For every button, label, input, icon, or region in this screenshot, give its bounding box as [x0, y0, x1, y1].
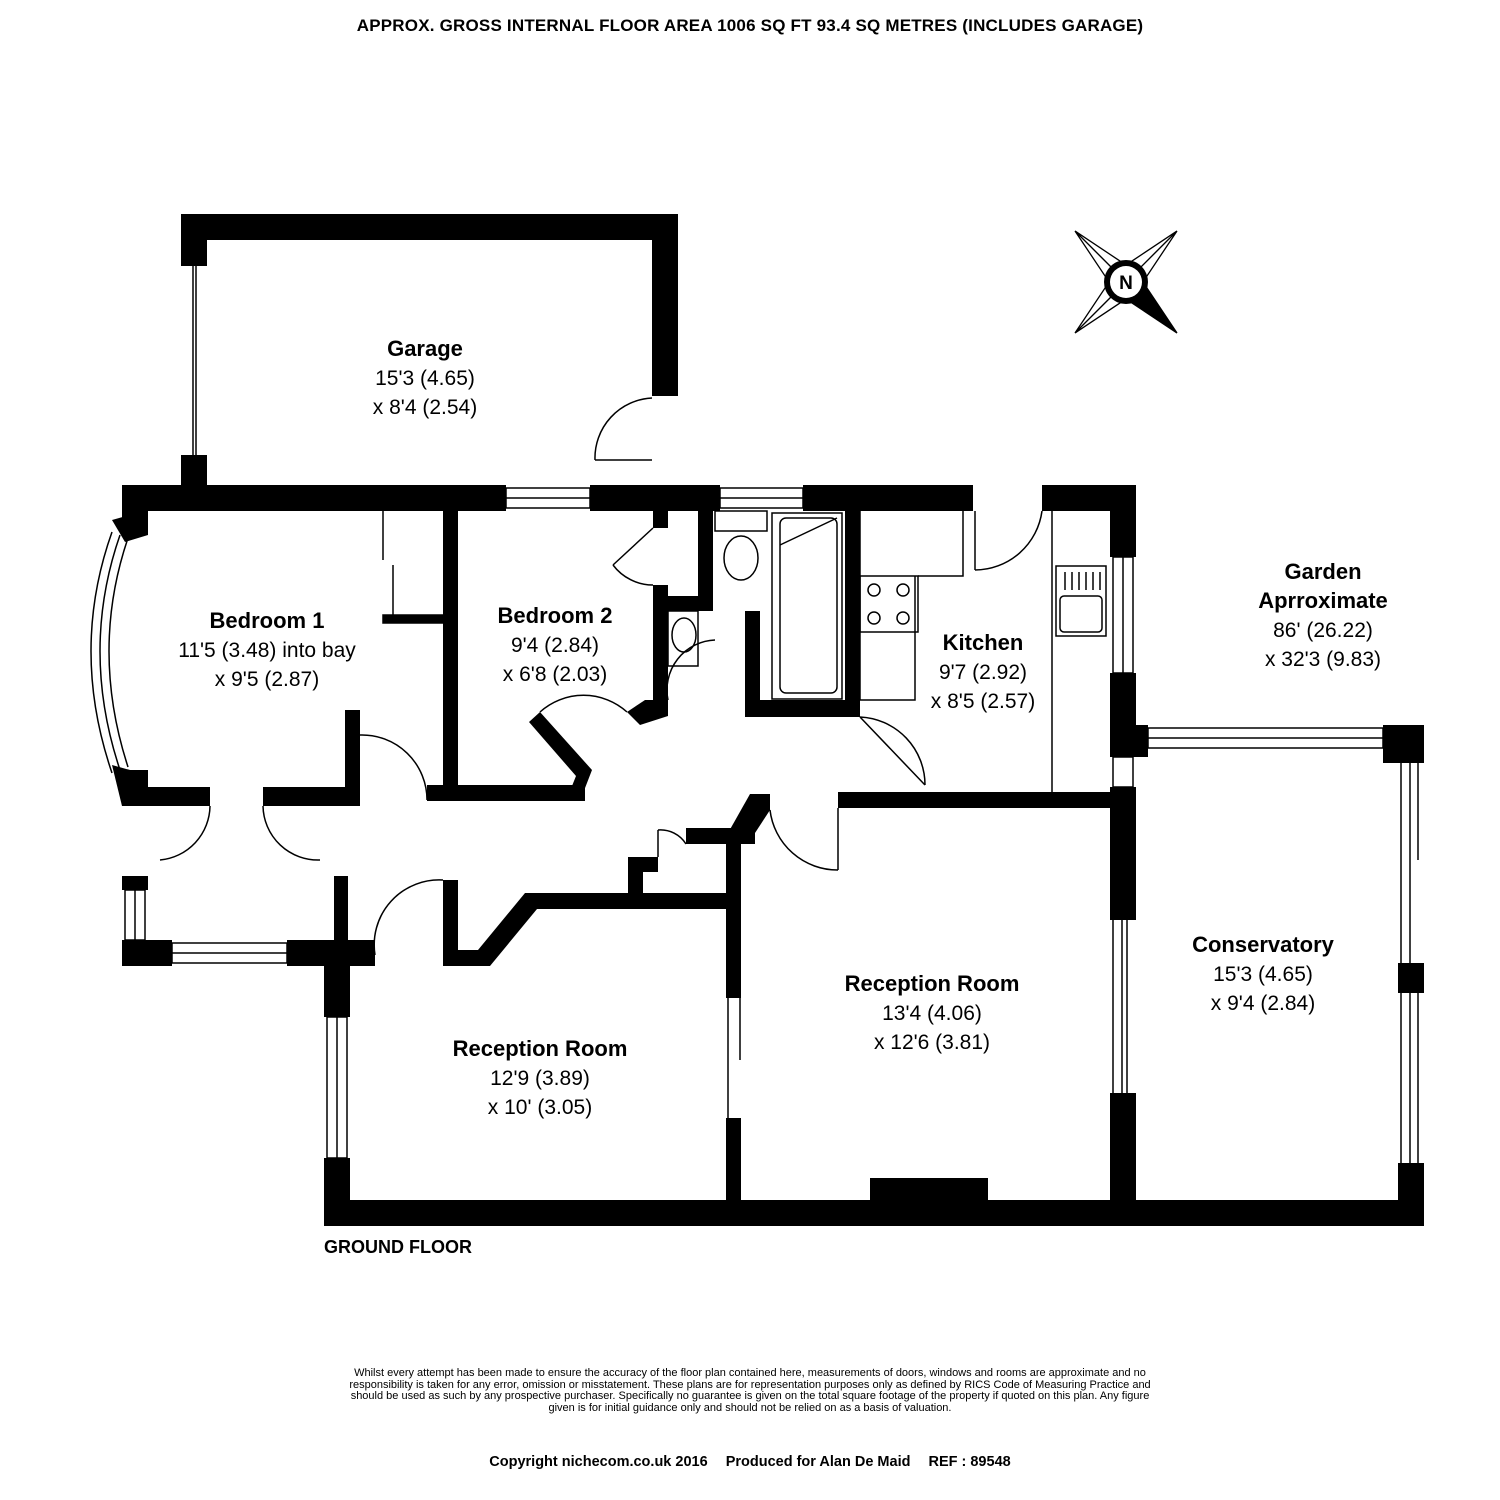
room-name: Reception Room	[845, 971, 1020, 996]
room-name: Garden	[1284, 559, 1361, 584]
room-bedroom-2: Bedroom 2 9'4 (2.84) x 6'8 (2.03)	[498, 603, 613, 686]
room-bedroom-1: Bedroom 1 11'5 (3.48) into bay x 9'5 (2.…	[178, 608, 356, 691]
room-reception-room-left: Reception Room 12'9 (3.89) x 10' (3.05)	[453, 1036, 628, 1119]
room-dim: 15'3 (4.65)	[375, 367, 475, 390]
windows-and-fixtures	[90, 266, 1419, 1163]
copyright-text: Copyright nichecom.co.uk 2016	[489, 1454, 708, 1470]
room-dim: x 12'6 (3.81)	[874, 1031, 990, 1054]
room-dim: 15'3 (4.65)	[1213, 963, 1313, 986]
room-kitchen: Kitchen 9'7 (2.92) x 8'5 (2.57)	[931, 630, 1035, 713]
room-name: Garage	[387, 336, 463, 361]
floor-area-title: APPROX. GROSS INTERNAL FLOOR AREA 1006 S…	[356, 16, 1144, 35]
floor-label: GROUND FLOOR	[324, 1237, 472, 1257]
disclaimer-text: Whilst every attempt has been made to en…	[349, 1367, 1151, 1414]
room-name: Bedroom 2	[498, 603, 613, 628]
room-dim: x 8'5 (2.57)	[931, 690, 1035, 713]
room-dim: x 9'4 (2.84)	[1211, 992, 1315, 1015]
room-dim: x 32'3 (9.83)	[1265, 648, 1381, 671]
garden-label: Garden Aprroximate 86' (26.22) x 32'3 (9…	[1258, 559, 1388, 671]
room-dim: 9'4 (2.84)	[511, 634, 599, 657]
room-name: Reception Room	[453, 1036, 628, 1061]
room-dim: 13'4 (4.06)	[882, 1002, 982, 1025]
room-dim: 9'7 (2.92)	[939, 661, 1027, 684]
reference-number: REF : 89548	[928, 1454, 1011, 1470]
room-name: Aprroximate	[1258, 588, 1388, 613]
room-dim: x 6'8 (2.03)	[503, 663, 607, 686]
compass-label: N	[1119, 273, 1133, 294]
room-dim: x 10' (3.05)	[488, 1096, 592, 1119]
room-garage: Garage 15'3 (4.65) x 8'4 (2.54)	[373, 336, 477, 419]
north-compass-icon: N	[1074, 230, 1178, 334]
walls	[112, 214, 1424, 1226]
room-name: Conservatory	[1192, 932, 1335, 957]
room-dim: 12'9 (3.89)	[490, 1067, 590, 1090]
room-name: Kitchen	[943, 630, 1024, 655]
room-dim: x 9'5 (2.87)	[215, 668, 319, 691]
room-dim: x 8'4 (2.54)	[373, 396, 477, 419]
room-reception-room-right: Reception Room 13'4 (4.06) x 12'6 (3.81)	[845, 971, 1020, 1054]
footer: Copyright nichecom.co.uk 2016 Produced f…	[0, 1454, 1500, 1470]
room-name: Bedroom 1	[210, 608, 325, 633]
produced-for-text: Produced for Alan De Maid	[725, 1454, 911, 1470]
room-conservatory: Conservatory 15'3 (4.65) x 9'4 (2.84)	[1192, 932, 1335, 1015]
room-dim: 86' (26.22)	[1273, 619, 1373, 642]
room-dim: 11'5 (3.48) into bay	[178, 639, 356, 662]
